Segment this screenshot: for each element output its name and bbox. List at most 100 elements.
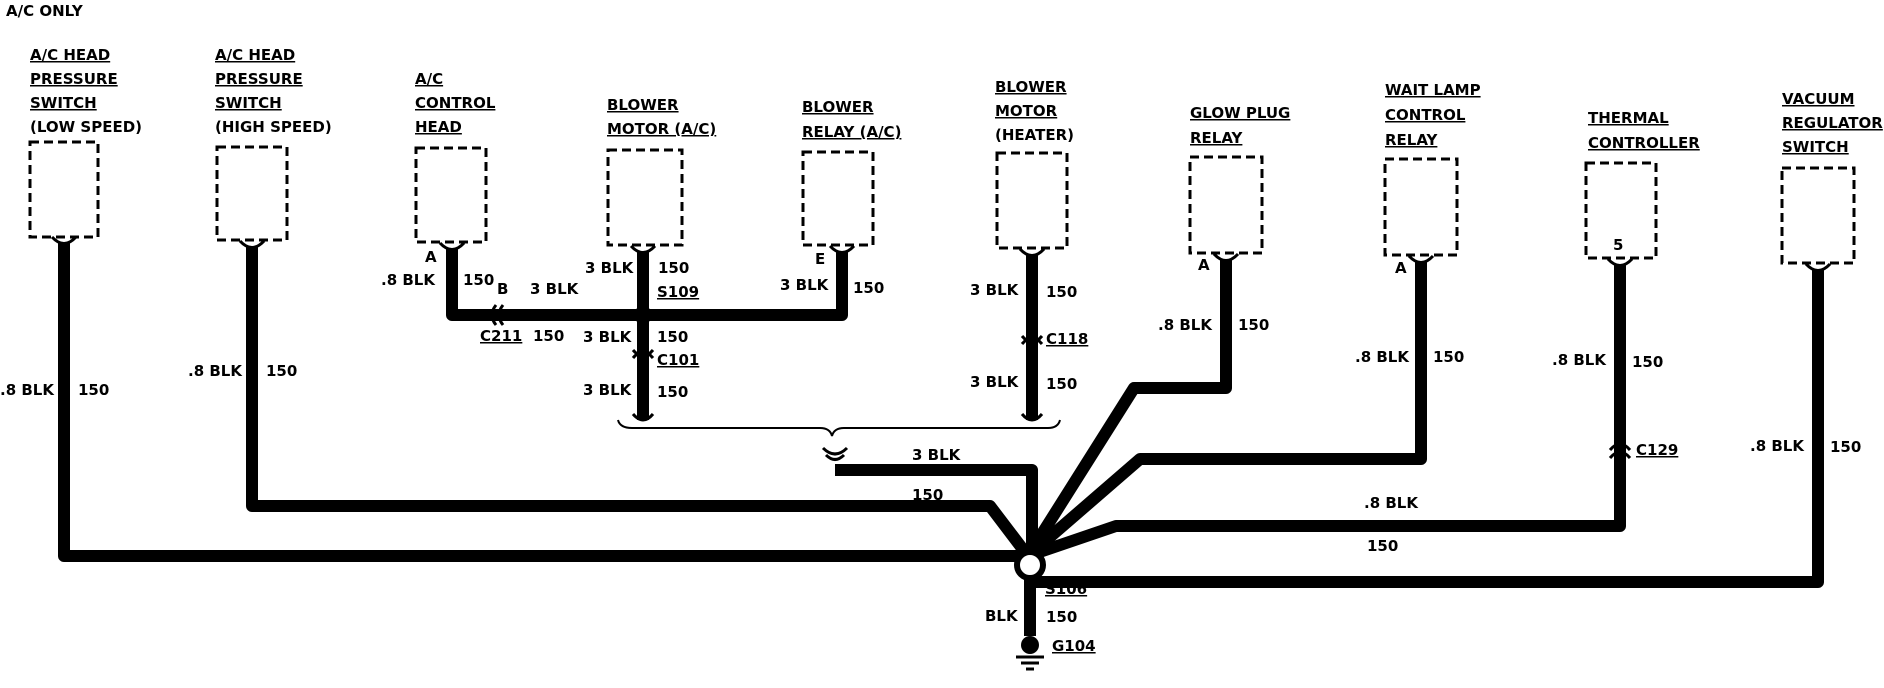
connector-c211 bbox=[490, 304, 505, 326]
svg-text:A/C HEAD: A/C HEAD bbox=[30, 46, 110, 64]
splice-s106-dot bbox=[1014, 549, 1046, 581]
pin-fork-blower-motor-heater bbox=[1018, 247, 1046, 257]
wire-size-label: 3 BLK bbox=[912, 446, 962, 464]
circuit-label: 150 bbox=[657, 328, 688, 346]
wire-thermal-controller bbox=[1026, 265, 1626, 562]
svg-text:RELAY (A/C): RELAY (A/C) bbox=[802, 123, 901, 141]
component-label-blower-motor-ac: BLOWER MOTOR (A/C) bbox=[607, 96, 716, 138]
wire-size-label: .8 BLK bbox=[1364, 494, 1419, 512]
wire-size-label: .8 BLK bbox=[381, 271, 436, 289]
circuit-label: 150 bbox=[533, 327, 564, 345]
wire-size-label: 3 BLK bbox=[583, 381, 633, 399]
wire-ac-head-pressure-high bbox=[246, 247, 1033, 560]
pin-label-ac-control-head: A bbox=[425, 248, 437, 266]
circuit-label: 150 bbox=[1046, 375, 1077, 393]
component-box-blower-relay-ac bbox=[801, 150, 875, 247]
component-box-thermal-controller bbox=[1584, 161, 1658, 260]
pin-fork-blower-relay-ac bbox=[828, 244, 856, 254]
circuit-label: 150 bbox=[463, 271, 494, 289]
component-box-ac-head-pressure-high bbox=[215, 145, 289, 242]
wire-size-label: .8 BLK bbox=[1750, 437, 1805, 455]
component-label-vacuum-regulator-switch: VACUUM REGULATOR SWITCH bbox=[1782, 90, 1883, 156]
pin-label-wait-lamp-control-relay: A bbox=[1395, 259, 1407, 277]
pin-fork-glow-plug-relay bbox=[1212, 252, 1240, 262]
pin-fork-ac-head-pressure-high bbox=[238, 239, 266, 249]
svg-text:THERMAL: THERMAL bbox=[1588, 109, 1669, 127]
component-label-thermal-controller: THERMAL CONTROLLER bbox=[1588, 109, 1700, 152]
component-box-blower-motor-ac bbox=[606, 148, 684, 247]
svg-text:HEAD: HEAD bbox=[415, 118, 462, 136]
pin-fork-ac-control-head bbox=[438, 241, 466, 251]
pin-fork-blower-motor-ac bbox=[629, 244, 657, 254]
wire-end-blower-motor-heater bbox=[1020, 412, 1044, 422]
svg-text:BLOWER: BLOWER bbox=[607, 96, 679, 114]
connector-c118 bbox=[1020, 334, 1044, 346]
wire-size-label: 3 BLK bbox=[585, 259, 635, 277]
circuit-label: 150 bbox=[1046, 608, 1077, 626]
svg-text:CONTROL: CONTROL bbox=[1385, 106, 1466, 124]
splice-s109-dot bbox=[634, 306, 652, 324]
svg-text:(HEATER): (HEATER) bbox=[995, 126, 1074, 144]
component-label-ac-head-pressure-high: A/C HEAD PRESSURE SWITCH (HIGH SPEED) bbox=[215, 46, 332, 136]
wire-size-label: .8 BLK bbox=[1158, 316, 1213, 334]
wire-glow-plug-relay bbox=[1022, 260, 1232, 560]
svg-text:(LOW SPEED): (LOW SPEED) bbox=[30, 118, 142, 136]
component-box-ac-head-pressure-low bbox=[28, 140, 100, 239]
component-box-wait-lamp-control-relay bbox=[1383, 157, 1459, 257]
connector-label-c211: C211 bbox=[480, 327, 522, 345]
wire-size-label: .8 BLK bbox=[0, 381, 55, 399]
connector-c101 bbox=[631, 348, 655, 360]
svg-text:PRESSURE: PRESSURE bbox=[215, 70, 303, 88]
wire-size-label: 3 BLK bbox=[970, 373, 1020, 391]
svg-text:SWITCH: SWITCH bbox=[215, 94, 282, 112]
ground-label-g104: G104 bbox=[1052, 637, 1096, 655]
circuit-label: 150 bbox=[1632, 353, 1663, 371]
circuit-label: 150 bbox=[1830, 438, 1861, 456]
circuit-label: 150 bbox=[1238, 316, 1269, 334]
svg-text:RELAY: RELAY bbox=[1385, 131, 1439, 149]
circuit-label: 150 bbox=[657, 383, 688, 401]
blower-motors-bracket bbox=[617, 419, 1061, 437]
ground-symbol-g104 bbox=[1016, 636, 1044, 671]
wire-size-label: .8 BLK bbox=[1355, 348, 1410, 366]
svg-text:(HIGH SPEED): (HIGH SPEED) bbox=[215, 118, 332, 136]
connector-merge bbox=[821, 446, 849, 461]
svg-text:A/C: A/C bbox=[415, 70, 443, 88]
pin-fork-vacuum-regulator-switch bbox=[1804, 262, 1832, 272]
pin-fork-ac-head-pressure-low bbox=[50, 235, 78, 245]
pin-label-c211: B bbox=[497, 280, 508, 298]
wire-size-label: .8 BLK bbox=[188, 362, 243, 380]
component-box-glow-plug-relay bbox=[1188, 155, 1264, 255]
wire-size-label: BLK bbox=[985, 607, 1019, 625]
wire-size-label: 3 BLK bbox=[780, 276, 830, 294]
svg-text:WAIT LAMP: WAIT LAMP bbox=[1385, 81, 1481, 99]
svg-text:BLOWER: BLOWER bbox=[995, 78, 1067, 96]
circuit-label: 150 bbox=[658, 259, 689, 277]
circuit-label: 150 bbox=[1367, 537, 1398, 555]
circuit-label: 150 bbox=[266, 362, 297, 380]
connector-label-c101: C101 bbox=[657, 351, 699, 369]
svg-text:SWITCH: SWITCH bbox=[30, 94, 97, 112]
wire-size-label: 3 BLK bbox=[530, 280, 580, 298]
svg-text:BLOWER: BLOWER bbox=[802, 98, 874, 116]
connector-c129 bbox=[1608, 442, 1632, 460]
circuit-label: 150 bbox=[912, 486, 943, 504]
svg-text:CONTROL: CONTROL bbox=[415, 94, 496, 112]
component-label-ac-head-pressure-low: A/C HEAD PRESSURE SWITCH (LOW SPEED) bbox=[30, 46, 142, 136]
component-label-glow-plug-relay: GLOW PLUG RELAY bbox=[1190, 104, 1290, 147]
wire-end-blower-motor-ac bbox=[631, 412, 655, 422]
wire-vacuum-regulator-switch bbox=[1028, 270, 1824, 588]
wire-size-label: 3 BLK bbox=[970, 281, 1020, 299]
svg-text:REGULATOR: REGULATOR bbox=[1782, 114, 1883, 132]
svg-text:VACUUM: VACUUM bbox=[1782, 90, 1855, 108]
wire-wait-lamp-control-relay bbox=[1024, 262, 1427, 561]
component-label-blower-motor-heater: BLOWER MOTOR (HEATER) bbox=[995, 78, 1074, 144]
wire-ac-head-pressure-low bbox=[58, 243, 1028, 562]
svg-text:CONTROLLER: CONTROLLER bbox=[1588, 134, 1700, 152]
connector-label-c129: C129 bbox=[1636, 441, 1678, 459]
wire-merge-to-s106 bbox=[835, 464, 1038, 556]
component-label-ac-control-head: A/C CONTROL HEAD bbox=[415, 70, 496, 136]
svg-text:MOTOR: MOTOR bbox=[995, 102, 1058, 120]
wire-size-label: 3 BLK bbox=[583, 328, 633, 346]
